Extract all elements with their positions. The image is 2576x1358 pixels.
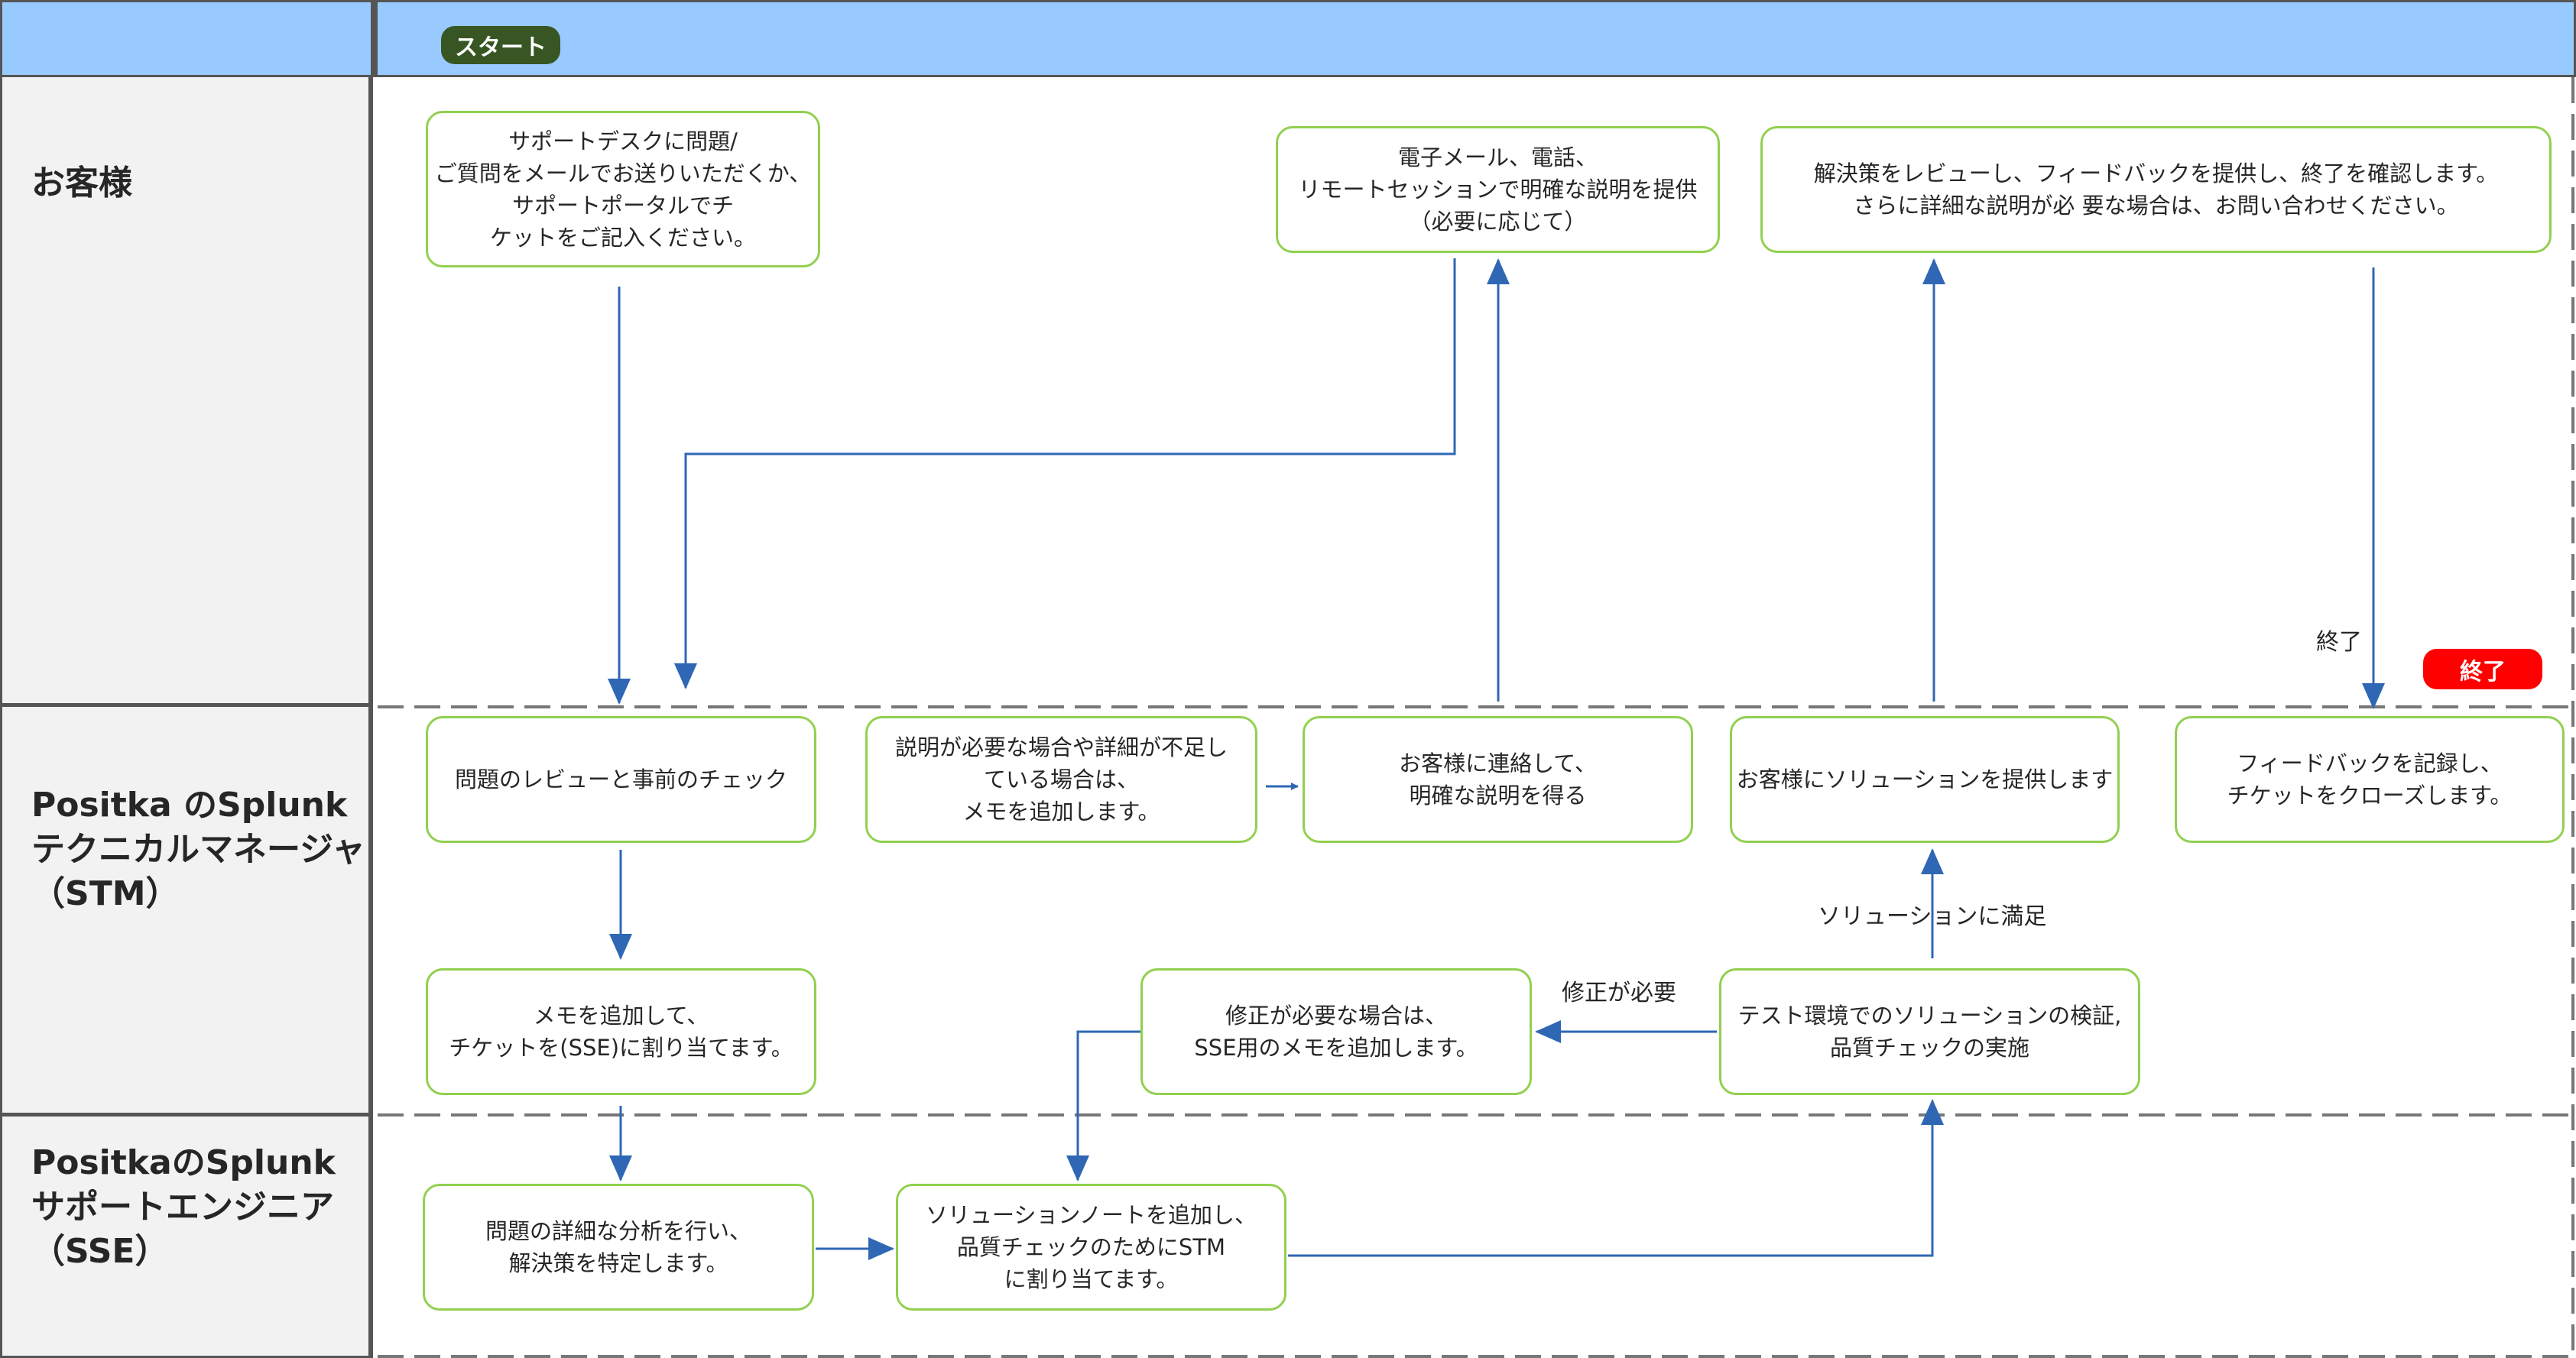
arrow-e2-to-s8 — [1288, 1099, 1944, 1257]
box-submit-ticket-line-4: ケットをご記入ください。 — [489, 224, 756, 251]
lane-stm-line-1: Positka のSplunk — [31, 786, 348, 825]
lane-customer-line-1: お客様 — [31, 164, 132, 203]
arrow-s7-to-e2 — [1066, 1030, 1141, 1181]
box-review-precheck-line-1: 問題のレビューと事前のチェック — [454, 767, 787, 792]
box-fix-memo-line-2: SSE用のメモを追加します。 — [1194, 1035, 1478, 1061]
box-test-verify-line-1: テスト環境でのソリューションの検証, — [1737, 1003, 2122, 1029]
box-review-solution: 解決策をレビューし、フィードバックを提供し、終了を確認します。 さらに詳細な説明… — [1760, 126, 2552, 253]
box-analyze-issue-line-2: 解決策を特定します。 — [508, 1250, 728, 1276]
end-badge: 終了 — [2423, 649, 2542, 689]
box-contact-customer: お客様に連絡して、 明確な説明を得る — [1303, 716, 1693, 843]
box-submit-ticket: サポートデスクに問題/ ご質問をメールでお送りいただくか、 サポートポータルでチ… — [426, 111, 820, 267]
box-contact-customer-line-1: お客様に連絡して、 — [1399, 750, 1597, 776]
start-badge: スタート — [441, 26, 560, 64]
box-add-memo-info-line-1: 説明が必要な場合や詳細が不足し — [894, 734, 1228, 760]
lane-customer: お客様 — [0, 77, 373, 707]
box-close-ticket-line-2: チケットをクローズします。 — [2227, 783, 2513, 809]
lane-sse: PositkaのSplunk サポートエンジニア （SSE） — [0, 1117, 373, 1358]
lane-sse-line-2: サポートエンジニア — [31, 1188, 334, 1227]
box-provide-explanation-line-2: リモートセッションで明確な説明を提供 — [1298, 177, 1698, 203]
lane-sse-line-3: （SSE） — [31, 1232, 169, 1271]
box-close-ticket-line-1: フィードバックを記録し、 — [2237, 750, 2503, 776]
box-contact-customer-line-2: 明確な説明を得る — [1409, 783, 1587, 809]
lane-stm-line-2: テクニカルマネージャ — [31, 830, 365, 869]
edge-label-fix-needed: 修正が必要 — [1562, 980, 1676, 1006]
edge-label-satisfied: ソリューションに満足 — [1818, 903, 2047, 930]
box-analyze-issue: 問題の詳細な分析を行い、 解決策を特定します。 — [423, 1184, 814, 1311]
box-solution-note-line-3: に割り当てます。 — [1004, 1266, 1179, 1292]
box-assign-sse-line-2: チケットを(SSE)に割り当てます。 — [449, 1035, 793, 1061]
box-review-precheck: 問題のレビューと事前のチェック — [426, 716, 816, 843]
box-provide-solution-line-1: お客様にソリューションを提供します — [1736, 767, 2114, 792]
box-provide-explanation-line-3: （必要に応じて） — [1409, 209, 1587, 235]
header-band — [373, 0, 2576, 77]
box-assign-sse-line-1: メモを追加して、 — [533, 1003, 709, 1029]
box-assign-sse: メモを追加して、 チケットを(SSE)に割り当てます。 — [426, 968, 816, 1095]
box-submit-ticket-line-2: ご質問をメールでお送りいただくか、 — [434, 160, 812, 186]
edge-label-end: 終了 — [2316, 629, 2362, 656]
box-provide-explanation: 電子メール、電話、 リモートセッションで明確な説明を提供 （必要に応じて） — [1276, 126, 1720, 253]
box-add-memo-info-line-2: ている場合は、 — [983, 767, 1139, 792]
box-review-solution-line-2: さらに詳細な説明が必 要な場合は、お問い合わせください。 — [1853, 193, 2459, 219]
box-review-solution-line-1: 解決策をレビューし、フィードバックを提供し、終了を確認します。 — [1813, 160, 2499, 186]
box-add-memo-info: 説明が必要な場合や詳細が不足し ている場合は、 メモを追加します。 — [865, 716, 1257, 843]
box-solution-note-line-2: 品質チェックのためにSTM — [956, 1234, 1226, 1260]
lane-stm: Positka のSplunk テクニカルマネージャ （STM） — [0, 707, 373, 1117]
box-fix-memo: 修正が必要な場合は、 SSE用のメモを追加します。 — [1140, 968, 1532, 1095]
box-analyze-issue-line-1: 問題の詳細な分析を行い、 — [485, 1218, 751, 1244]
box-add-memo-info-line-3: メモを追加します。 — [962, 799, 1160, 825]
box-submit-ticket-line-3: サポートポータルでチ — [511, 192, 734, 219]
box-provide-explanation-line-1: 電子メール、電話、 — [1397, 144, 1598, 170]
box-fix-memo-line-1: 修正が必要な場合は、 — [1225, 1003, 1447, 1029]
box-provide-solution: お客様にソリューションを提供します — [1730, 716, 2120, 843]
box-solution-note-line-1: ソリューションノートを追加し、 — [926, 1202, 1257, 1228]
lane-stm-line-3: （STM） — [31, 874, 180, 913]
lane-dividers — [378, 77, 2576, 1358]
header-left-cell — [0, 0, 373, 77]
lane-sse-line-1: PositkaのSplunk — [31, 1143, 336, 1182]
box-test-verify: テスト環境でのソリューションの検証, 品質チェックの実施 — [1719, 968, 2140, 1095]
box-test-verify-line-2: 品質チェックの実施 — [1829, 1035, 2029, 1061]
arrow-c2-to-s1 — [674, 258, 1456, 689]
box-submit-ticket-line-1: サポートデスクに問題/ — [508, 128, 738, 154]
box-solution-note: ソリューションノートを追加し、 品質チェックのためにSTM に割り当てます。 — [896, 1184, 1286, 1311]
box-close-ticket: フィードバックを記録し、 チケットをクローズします。 — [2175, 716, 2565, 843]
